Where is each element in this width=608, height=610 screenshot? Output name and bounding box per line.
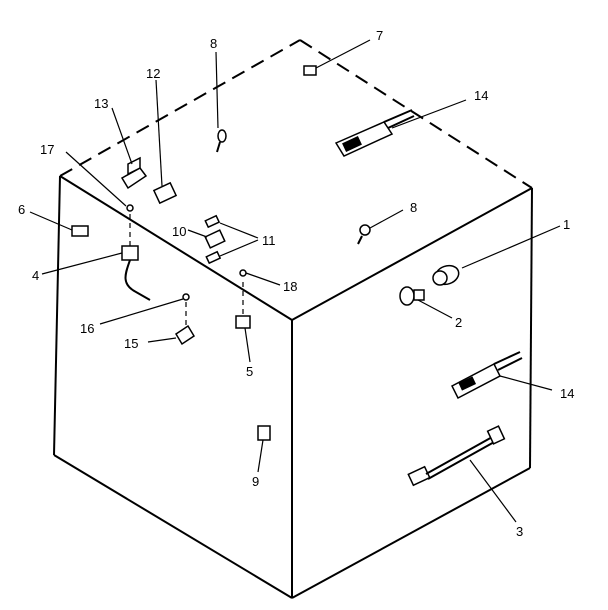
part-18-screw [245,272,281,286]
callout-13: 13 [94,96,108,111]
cabinet-top-back-right-edge [299,39,533,189]
callout-4: 4 [32,268,39,283]
callout-1: 1 [563,217,570,232]
part-13-bracket [111,107,148,190]
callout-16: 16 [80,321,94,336]
callout-6: 6 [18,202,25,217]
callout-14-right: 14 [560,386,574,401]
part-10-connector [187,229,226,249]
part-8-screw-right [357,209,404,245]
callout-17: 17 [40,142,54,157]
cabinet-top-front-edge [59,175,293,321]
part-3-wire-harness [407,425,517,523]
part-14-terminal-block-top [334,99,467,157]
callout-labels: 1 2 3 4 5 6 7 8 8 9 10 11 12 13 14 14 15… [18,28,574,539]
part-9-switch [257,425,271,473]
callout-9: 9 [252,474,259,489]
callout-8-top: 8 [210,36,217,51]
part-12-retainer [152,79,178,205]
cabinet-right-edge [529,187,533,469]
cabinet-top-back-left-edge [59,39,301,177]
callout-11: 11 [262,233,276,248]
cabinet-bottom-left-edge [53,454,293,599]
callout-5: 5 [246,364,253,379]
part-4-sensor [41,204,151,301]
callout-18: 18 [283,279,297,294]
part-5-clip [235,269,251,363]
callout-15: 15 [124,336,138,351]
part-16-screw [99,293,190,326]
cabinet-top-right-edge [291,187,533,321]
part-6-bracket [29,211,89,237]
part-15-clip [147,324,196,346]
part-8-screw-top [215,51,227,153]
callout-12: 12 [146,66,160,81]
callout-8-right: 8 [410,200,417,215]
callout-3: 3 [516,524,523,539]
callout-10: 10 [172,224,186,239]
callout-7: 7 [376,28,383,43]
callout-14-top: 14 [474,88,488,103]
part-1-lamp-socket [432,225,561,286]
part-2-bulb [399,286,453,319]
cabinet-left-edge [53,175,61,456]
cabinet-outline [53,39,533,599]
part-7-pad [303,39,371,76]
part-11-pads [204,214,259,265]
cabinet-bottom-right-edge [291,467,531,599]
part-14-terminal-block-right [451,351,553,400]
part-17-screw [65,151,127,207]
callout-2: 2 [455,315,462,330]
